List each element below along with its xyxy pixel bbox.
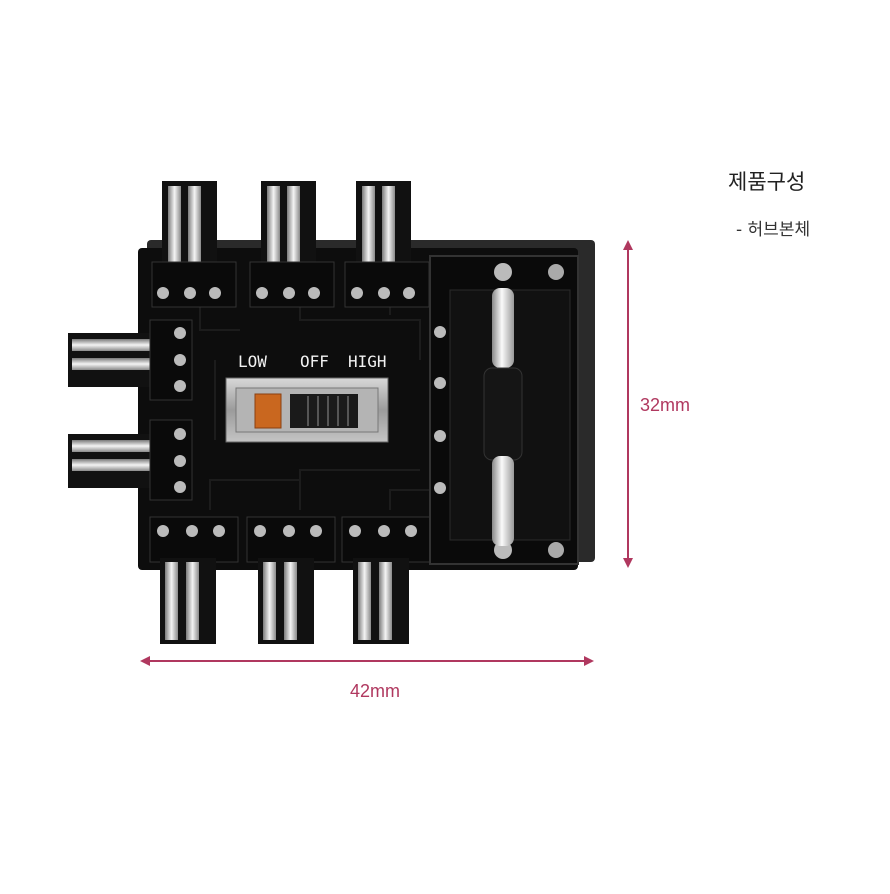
speed-slide-switch[interactable]: [225, 377, 389, 443]
switch-label-high: HIGH: [348, 352, 387, 371]
connector-top-1: [151, 181, 237, 308]
bottom-connectors: [149, 516, 431, 644]
slider-knob[interactable]: [254, 393, 282, 429]
connector-bottom-2: [246, 516, 336, 644]
switch-label-off: OFF: [300, 352, 329, 371]
width-dimension-label: 42mm: [350, 681, 401, 701]
top-connectors: [151, 181, 430, 308]
connector-top-3: [344, 181, 430, 308]
product-contents-title: 제품구성: [728, 170, 806, 194]
molex-power-connector: [429, 255, 579, 565]
connector-left-2: [68, 419, 193, 501]
switch-label-low: LOW: [238, 352, 267, 371]
pcb-traces: [199, 300, 430, 510]
connector-bottom-3: [341, 516, 431, 644]
height-dimension-label: 32mm: [640, 395, 691, 415]
dimension-lines: [140, 240, 633, 666]
left-connectors: [68, 319, 193, 501]
product-contents-item: - 허브본체: [736, 220, 811, 240]
connector-bottom-1: [149, 516, 239, 644]
connector-top-2: [249, 181, 335, 308]
connector-left-1: [68, 319, 193, 401]
